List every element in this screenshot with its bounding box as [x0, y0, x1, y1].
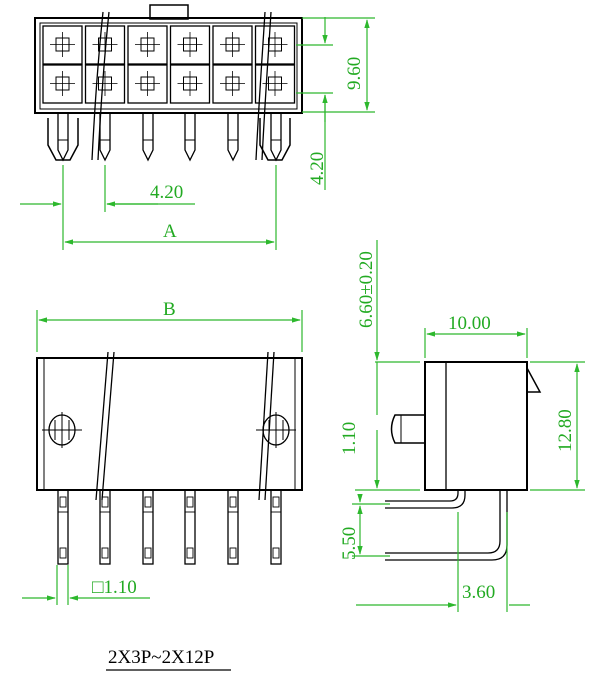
peg-symbol-left: [42, 412, 82, 448]
dim-5-50: 5.50: [339, 527, 360, 560]
dim-pin-square: □1.10: [92, 577, 137, 598]
break-line-bottom-right-2: [264, 351, 275, 501]
dim-3-60: 3.60: [462, 582, 495, 603]
dim-1-10: 1.10: [339, 422, 360, 455]
part-title: 2X3P~2X12P: [108, 647, 214, 668]
pin-bottom: [99, 489, 111, 565]
break-line-bottom-left-2: [101, 351, 115, 501]
bent-pin-lower: [385, 490, 501, 554]
housing-inner-outline: [39, 22, 298, 110]
pin-bottom: [270, 489, 282, 565]
dim-12-80: 12.80: [555, 409, 576, 452]
bent-pin-upper: [385, 490, 459, 502]
cavity: [212, 25, 253, 65]
dim-pitch-4-20: 4.20: [150, 182, 183, 203]
peg-right: [259, 118, 291, 161]
latch-outline: [149, 4, 189, 20]
cavity: [42, 64, 83, 104]
dim-9-60: 9.60: [344, 57, 365, 90]
top-view: [34, 4, 303, 162]
pin-front: [270, 113, 282, 162]
dim-6-60: 6.60±0.20: [356, 251, 377, 328]
peg-left: [47, 118, 79, 161]
pin-front: [184, 113, 196, 162]
side-latch: [526, 367, 542, 393]
break-line-left-2: [97, 11, 110, 161]
break-line-right-2: [261, 11, 272, 161]
break-line-bottom-left: [95, 351, 109, 501]
side-view: 10.00 12.80 6.60±0.20 1.10 5.50 3.60: [339, 240, 585, 612]
pin-bottom: [227, 489, 239, 565]
housing-bottom-outline: [36, 357, 303, 491]
pins-front: [57, 113, 282, 162]
cavity: [254, 25, 296, 65]
cavity: [127, 25, 168, 65]
cavity: [84, 64, 126, 104]
pin-front: [227, 113, 239, 162]
side-peg: [390, 414, 425, 444]
pin-bottom: [184, 489, 196, 565]
cavity: [127, 64, 168, 104]
pin-bottom: [57, 489, 69, 565]
side-housing-outline: [424, 361, 528, 491]
bottom-view: B □1.10: [22, 299, 303, 605]
pin-front: [57, 113, 69, 162]
top-dimensions: 9.60 4.20 4.20 A: [20, 17, 375, 250]
dim-b: B: [163, 299, 176, 320]
cavity: [169, 64, 211, 104]
pin-front: [99, 113, 111, 162]
pins-bottom: [57, 489, 282, 565]
break-line-left: [91, 11, 104, 161]
cavity: [212, 64, 253, 104]
housing-front-outline: [34, 17, 303, 114]
break-line-right: [255, 11, 266, 161]
cavity-grid: [42, 25, 296, 104]
cavity: [169, 25, 211, 65]
dim-4-20-vertical: 4.20: [307, 152, 328, 185]
cavity: [42, 25, 83, 65]
dim-10-00: 10.00: [448, 313, 491, 334]
pin-bottom: [142, 489, 154, 565]
break-line-bottom-right: [258, 351, 269, 501]
pin-front: [142, 113, 154, 162]
dim-a: A: [163, 221, 177, 242]
